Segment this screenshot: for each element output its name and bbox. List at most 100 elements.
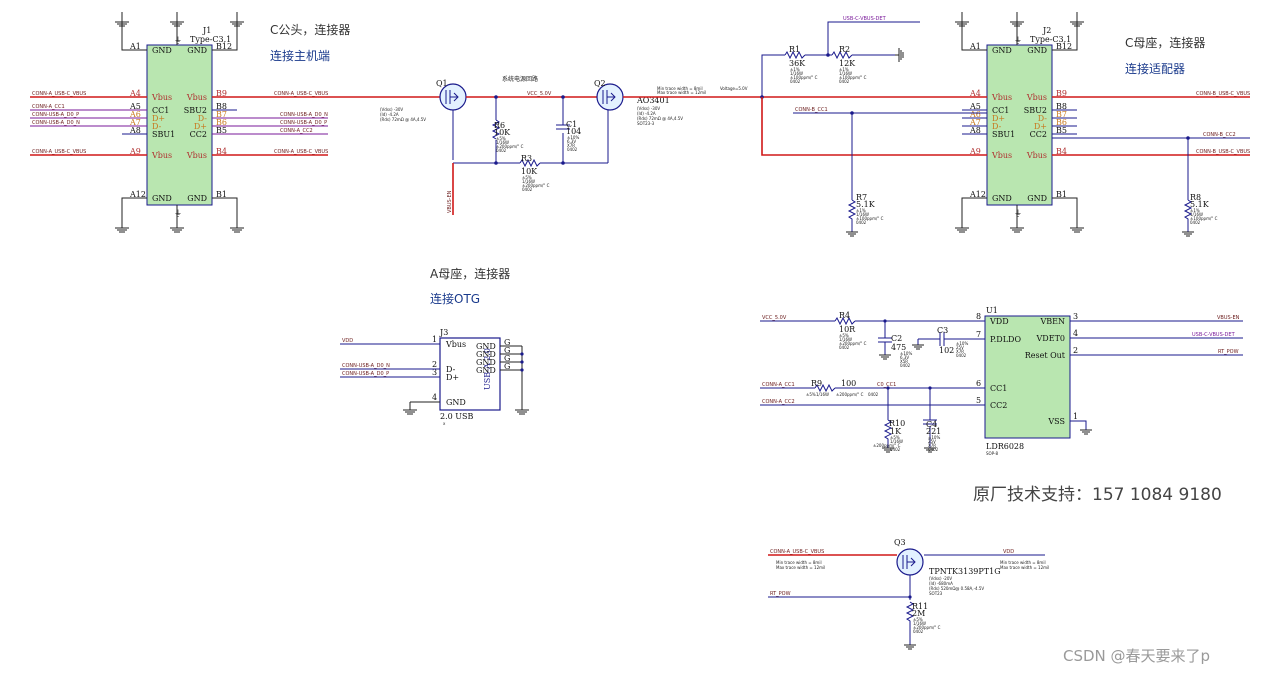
svg-text:X7R: X7R	[928, 443, 936, 448]
svg-text:±10%: ±10%	[928, 435, 940, 440]
j1-pin-name: CC1	[152, 106, 169, 115]
j3-g-pin: G	[504, 346, 510, 355]
svg-text:±5%: ±5%	[522, 175, 532, 180]
j2-note-line1: C母座，连接器	[1125, 35, 1205, 50]
svg-text:0402: 0402	[928, 447, 939, 452]
svg-text:(Vdss) -30V: (Vdss) -30V	[380, 107, 403, 112]
j3-note-line2: 连接OTG	[430, 291, 480, 306]
j2-type: Type-C3.1	[1030, 35, 1071, 44]
svg-text:1/16W: 1/16W	[890, 439, 903, 444]
j1-pin-num: B4	[216, 147, 227, 156]
svg-text:±1%: ±1%	[856, 208, 866, 213]
svg-text:±5%: ±5%	[839, 333, 849, 338]
j2-pin-num: A5	[969, 102, 981, 111]
u1-pin-name: VDD	[989, 317, 1009, 326]
svg-text:±5%: ±5%	[496, 136, 506, 141]
j3-gnd-label: GND	[476, 350, 496, 359]
u1-pin-num: 4	[1073, 329, 1078, 338]
svg-text:±100ppm/° C: ±100ppm/° C	[856, 216, 884, 221]
q2-ref: Q2	[594, 79, 606, 88]
svg-text:C3: C3	[937, 326, 948, 335]
ic-u1: U1 LDR6028 SOP-8 8VDD7P.DLDO6CC15CC23VBE…	[760, 306, 1243, 456]
u1-pin-name: CC2	[990, 401, 1007, 410]
j2-pin-num: B8	[1056, 102, 1067, 111]
svg-text:1/16W: 1/16W	[913, 621, 926, 626]
svg-text:Max trace width = 12mil: Max trace width = 12mil	[1000, 565, 1049, 570]
j3-pin-num: 1	[432, 335, 437, 344]
svg-text:Max trace width = 12mil: Max trace width = 12mil	[657, 90, 706, 95]
svg-text:±100ppm/° C: ±100ppm/° C	[1190, 216, 1218, 221]
svg-text:R2: R2	[839, 45, 850, 54]
j1-pin-name: Vbus	[151, 93, 172, 102]
j1-type: Type-C3.1	[190, 35, 231, 44]
j1-pin-num: B1	[216, 190, 227, 199]
j2-pin-num: A4	[969, 89, 981, 98]
vbus-detect-divider: USB-C-VBUS-DET R1 36K ±1% 1/16W ±100ppm/…	[760, 16, 1250, 237]
u1-part: LDR6028	[986, 442, 1024, 451]
j1-pin-num: A12	[129, 190, 146, 199]
svg-text:104: 104	[566, 127, 581, 136]
j1-pin-num: A5	[129, 102, 141, 111]
u1-pin-name: VBEN	[1040, 317, 1066, 326]
u1-pin-name: P.DLDO	[990, 335, 1021, 344]
svg-text:0402: 0402	[856, 220, 867, 225]
j2-pin-name: Vbus	[1026, 93, 1047, 102]
net-u1-cc2: CONN-A_CC2	[762, 399, 795, 405]
svg-text:C1: C1	[566, 120, 577, 129]
svg-text:SOT23: SOT23	[929, 591, 943, 596]
j3-gnd-label: GND	[476, 366, 496, 375]
svg-text:1/16W: 1/16W	[1190, 212, 1203, 217]
svg-text:1/16W: 1/16W	[839, 71, 852, 76]
j1-note-line1: C公头，连接器	[270, 22, 350, 37]
support-phone: 原厂技术支持：157 1084 9180	[973, 485, 1222, 505]
svg-text:(Id) -4.2A: (Id) -4.2A	[637, 111, 656, 116]
power-path-label: 系统电源回路	[502, 75, 538, 83]
net-q3-in: CONN-A_USB-C_VBUS	[770, 549, 824, 555]
svg-text:X7R: X7R	[956, 349, 964, 354]
svg-text:⏚: ⏚	[174, 36, 182, 45]
j1-pin-name: Vbus	[151, 151, 172, 160]
q3-switch: Q3 TPNTK3139PT1G (Vdss) -20V (Id) -680mA…	[768, 538, 1049, 650]
svg-text:0402: 0402	[900, 363, 911, 368]
net-u1-vcc: VCC_5.0V	[762, 315, 787, 321]
j1-ref: J1	[202, 26, 211, 35]
j1-pin-name: Vbus	[186, 151, 207, 160]
j2-pin-name: GND	[1027, 46, 1047, 55]
net-j1-a7: CONN-USB-A_D0_N	[32, 120, 80, 126]
svg-text:Min trace width = 8mil: Min trace width = 8mil	[657, 86, 703, 91]
j1-pin-num: B12	[216, 42, 232, 51]
svg-text:±100ppm/° C: ±100ppm/° C	[839, 75, 867, 80]
net-vcc: VCC_5.0V	[527, 91, 552, 97]
j2-pin-num: A8	[969, 126, 981, 135]
svg-text:10K: 10K	[521, 167, 538, 176]
j3-g-pin: G	[504, 354, 510, 363]
svg-text:0402: 0402	[890, 447, 901, 452]
svg-text:10R: 10R	[839, 325, 856, 334]
svg-text:±200ppm/° C: ±200ppm/° C	[839, 341, 867, 346]
svg-text:2M: 2M	[912, 609, 925, 618]
u1-pin-name: Reset Out	[1025, 351, 1066, 360]
ground-symbols-top	[115, 12, 1084, 233]
j1-pin-num: B7	[216, 110, 227, 119]
j1-nets: CONN-A_USB-C_VBUS CONN-A_CC1 CONN-USB-A_…	[30, 91, 440, 156]
j1-pin-name: SBU2	[184, 106, 207, 115]
svg-text:(Id) -680mA: (Id) -680mA	[929, 581, 953, 586]
svg-text:1/16W: 1/16W	[856, 212, 869, 217]
net-j2-cc1: CONN-B_CC1	[795, 107, 828, 113]
svg-text:±10%: ±10%	[900, 351, 912, 356]
j2-pin-name: GND	[992, 46, 1012, 55]
svg-text:(Rds) 72mΩ @ 4A,4.5V: (Rds) 72mΩ @ 4A,4.5V	[380, 117, 426, 122]
svg-text:X5R: X5R	[900, 359, 908, 364]
j1-pin-num: A4	[129, 89, 141, 98]
j3-type: 2.0 USB	[440, 412, 473, 421]
svg-text:R9: R9	[811, 379, 822, 388]
svg-text:±200ppm/° C: ±200ppm/° C	[873, 443, 901, 448]
j2-pin-name: Vbus	[1026, 151, 1047, 160]
j1-pin-name: GND	[187, 46, 207, 55]
svg-text:6.3V: 6.3V	[567, 139, 576, 144]
voltage-note: Voltage=5.0V	[720, 86, 748, 91]
svg-text:(Id) -4.2A: (Id) -4.2A	[380, 112, 399, 117]
svg-text:25V: 25V	[956, 345, 964, 350]
